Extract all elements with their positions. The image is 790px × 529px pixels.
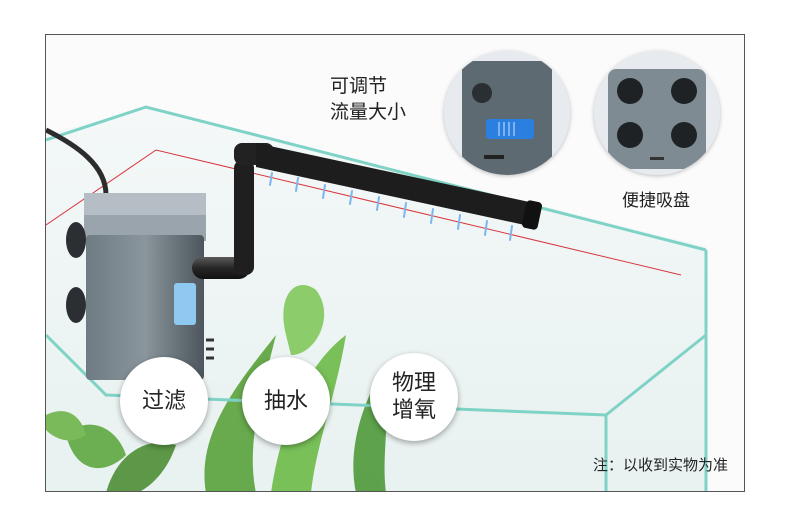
feature-filter: 过滤: [120, 357, 208, 445]
suction-cup-closeup: [594, 51, 720, 175]
outlet-pipe: [192, 143, 542, 279]
callout-suction-cup: 便捷吸盘: [622, 191, 690, 211]
tank-red-line: [46, 149, 682, 276]
flow-adjuster-closeup: [444, 51, 570, 175]
power-cable: [46, 127, 109, 196]
disclaimer-note: 注：以收到实物为准: [592, 456, 728, 474]
pump-body: [66, 193, 214, 380]
callout-adjustable-flow: 可调节 流量大小: [330, 75, 407, 123]
product-photo-frame: 可调节 流量大小 便捷吸盘 过滤 抽水 物理 增氧 注：以收到实物为准: [45, 34, 745, 492]
tank-back-area: [46, 107, 706, 491]
feature-pump: 抽水: [242, 357, 330, 445]
feature-oxygenation: 物理 增氧: [370, 353, 458, 441]
